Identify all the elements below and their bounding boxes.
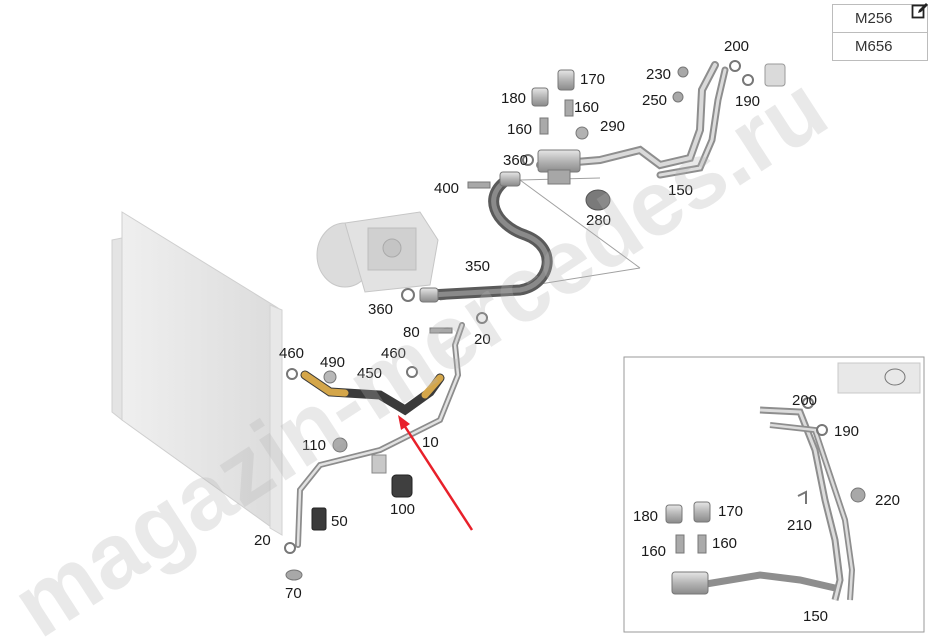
label-20-a: 20 [474,331,491,348]
edit-icon[interactable] [911,2,929,20]
label-160-b: 160 [507,121,532,138]
detail-inset [623,356,925,633]
small-parts [284,60,786,581]
label-160-a: 160 [574,99,599,116]
line-assembly-150 [536,61,729,185]
inset-label-170: 170 [718,503,743,520]
label-280: 280 [586,212,611,229]
label-400: 400 [434,180,459,197]
label-170: 170 [580,71,605,88]
label-250: 250 [642,92,667,109]
label-360-b: 360 [368,301,393,318]
label-10: 10 [422,434,439,451]
inset-label-190: 190 [834,423,859,440]
inset-label-160-a: 160 [641,543,666,560]
inset-label-210: 210 [787,517,812,534]
inset-label-200: 200 [792,392,817,409]
vehicle-thumbnail [837,362,921,394]
label-20-b: 20 [254,532,271,549]
inset-label-150: 150 [803,608,828,625]
label-190: 190 [735,93,760,110]
part-labels: 200 230 170 180 160 250 190 160 290 360 … [254,38,900,625]
label-110: 110 [302,437,326,454]
label-80: 80 [403,324,420,341]
inset-label-220: 220 [875,492,900,509]
label-360-a: 360 [503,152,528,169]
condenser [111,211,283,536]
label-350: 350 [465,258,490,275]
label-50: 50 [331,513,348,530]
label-100: 100 [390,501,415,518]
label-450: 450 [357,365,382,382]
compressor [316,211,439,293]
inset-label-160-b: 160 [712,535,737,552]
pipe-450 [300,370,445,416]
pointer-arrow [398,415,474,531]
inset-label-180: 180 [633,508,658,525]
label-290: 290 [600,118,625,135]
label-490: 490 [320,354,345,371]
engine-variant-m656[interactable]: M656 [855,38,893,55]
label-180: 180 [501,90,526,107]
label-460-b: 460 [381,345,406,362]
label-460-a: 460 [279,345,304,362]
hose-350 [419,171,553,303]
label-230: 230 [646,66,671,83]
label-70: 70 [285,585,302,602]
label-200: 200 [724,38,749,55]
engine-variant-m256[interactable]: M256 [833,5,927,33]
label-150: 150 [668,182,693,199]
